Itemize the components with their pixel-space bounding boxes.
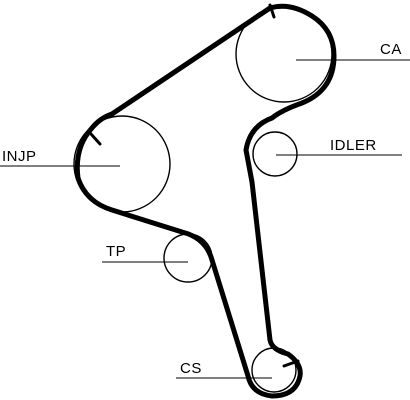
idler-label: IDLER xyxy=(330,137,377,154)
crankshaft-label: CS xyxy=(180,360,202,377)
idler-pulley xyxy=(252,131,298,177)
tensioner-pulley xyxy=(163,233,213,283)
injection-pump-label: INJP xyxy=(2,148,37,165)
camshaft-timing-mark xyxy=(268,3,276,19)
tensioner-label: TP xyxy=(106,243,126,260)
injection-pump-timing-mark xyxy=(89,132,102,146)
camshaft-label: CA xyxy=(380,41,402,58)
timing-belt xyxy=(74,3,337,399)
crankshaft-timing-mark xyxy=(282,359,300,368)
